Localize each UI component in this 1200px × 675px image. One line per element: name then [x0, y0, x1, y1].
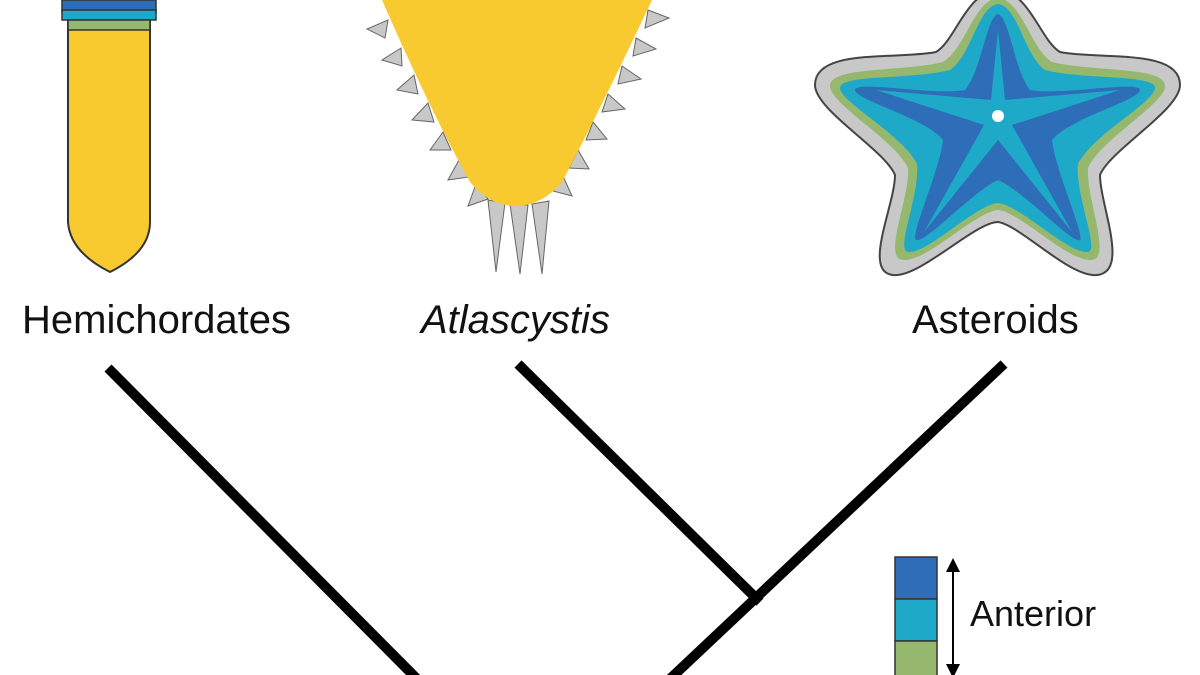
- anterior-legend: [894, 556, 960, 675]
- atlascystis-body: [382, 0, 652, 206]
- atlascystis-spine: [410, 102, 435, 123]
- branch-asteroids: [666, 360, 1008, 675]
- atlascystis-spine: [509, 203, 529, 275]
- atlascystis-spine: [617, 65, 643, 85]
- phylogenetic-tree: [104, 360, 1008, 675]
- atlascystis-spine: [585, 121, 609, 141]
- asteroid-arm-cores: [876, 30, 1120, 232]
- atlascystis-spine: [632, 37, 658, 57]
- asteroid-mouth: [992, 110, 1004, 122]
- legend-swatch-cyan: [894, 598, 938, 642]
- atlascystis-illustration: [365, 0, 671, 275]
- legend-swatch-green: [894, 640, 938, 675]
- atlascystis-spine: [601, 93, 627, 113]
- legend-arrow-down-head: [946, 664, 960, 675]
- atlascystis-spine: [487, 199, 506, 273]
- hemichordate-collar-green: [67, 19, 151, 31]
- atlascystis-spine: [531, 200, 550, 275]
- label-atlascystis: Atlascystis: [421, 298, 610, 342]
- legend-anterior-label: Anterior: [970, 593, 1097, 634]
- atlascystis-spine: [365, 19, 389, 39]
- hemichordate-collar-cyan: [61, 9, 157, 21]
- atlascystis-spine: [395, 74, 419, 95]
- asteroid-illustration: [813, 0, 1182, 277]
- label-asteroids: Asteroids: [912, 298, 1079, 342]
- legend-swatch-blue: [894, 556, 938, 600]
- atlascystis-spine: [380, 47, 403, 67]
- legend-arrow-up-head: [946, 558, 960, 572]
- hemichordate-illustration: [61, 0, 157, 274]
- hemichordate-trunk: [67, 19, 151, 274]
- branch-atlascystis: [514, 360, 764, 606]
- atlascystis-spine: [644, 9, 671, 29]
- branch-hemichordates: [104, 364, 421, 675]
- atlascystis-spine: [429, 131, 452, 151]
- label-hemichordates: Hemichordates: [22, 298, 292, 342]
